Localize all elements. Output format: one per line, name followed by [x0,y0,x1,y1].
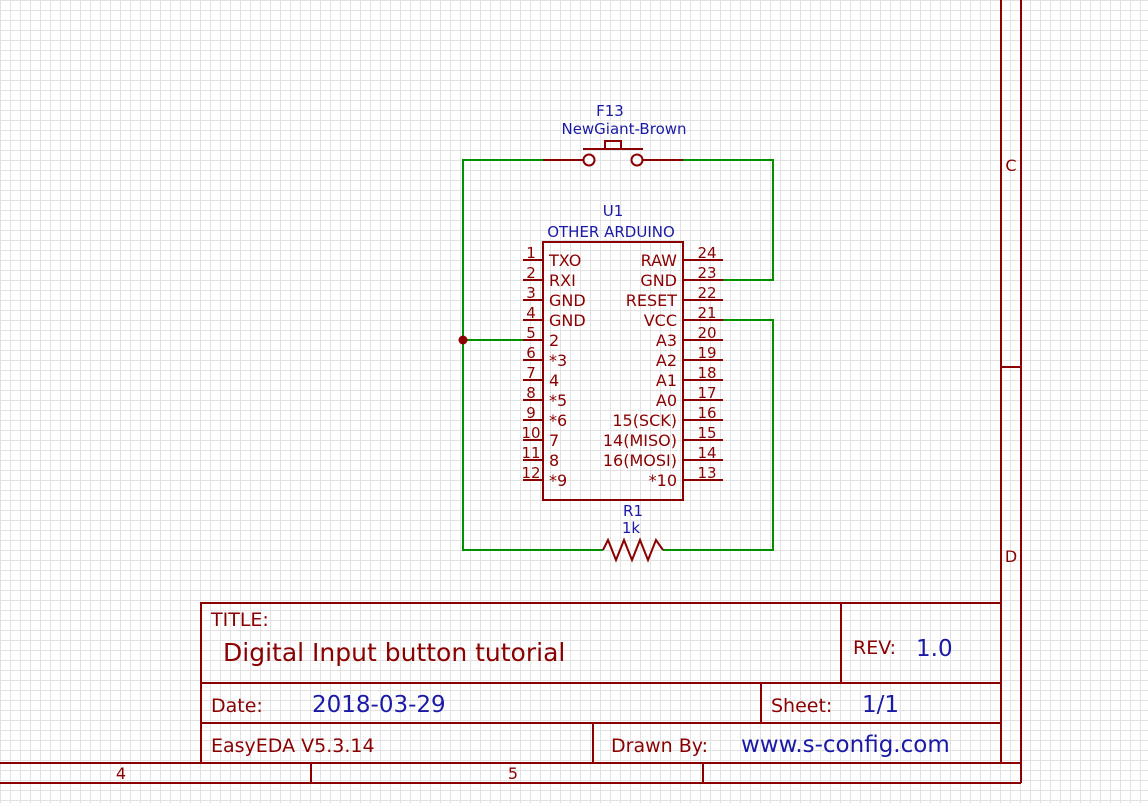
pin-name-19: A2 [656,351,677,370]
zone-label-4: 4 [116,764,126,783]
rev-label: REV: [853,637,896,659]
pin-number-9: 9 [526,404,536,422]
drawn-by-label: Drawn By: [611,735,708,757]
pin-name-15: 14(MISO) [603,431,677,450]
date-label: Date: [211,695,263,717]
pin-name-8: *5 [549,391,567,410]
pin-name-14: 16(MOSI) [603,451,677,470]
pin-name-11: 8 [549,451,559,470]
pin-name-7: 4 [549,371,559,390]
sheet-value: 1/1 [862,692,899,718]
pin-name-6: *3 [549,351,567,370]
pin-number-17: 17 [697,384,716,402]
pin-number-8: 8 [526,384,536,402]
pin-name-10: 7 [549,431,559,450]
pin-number-5: 5 [526,324,536,342]
pin-number-10: 10 [521,424,540,442]
pin-name-13: *10 [649,471,677,490]
chip-right-pins: 24 RAW 23 GND 22 RESET 21 VCC 20 A3 19 A2 18 A1 17 A0 16… [603,244,723,490]
pin-number-13: 13 [697,464,716,482]
resistor-value: 1k [622,519,641,537]
pin-name-5: 2 [549,331,559,350]
pin-number-6: 6 [526,344,536,362]
pin-name-17: A0 [656,391,677,410]
pin-number-14: 14 [697,444,716,462]
tool-version: EasyEDA V5.3.14 [211,735,375,757]
switch-value: NewGiant-Brown [561,120,686,138]
junction-dot [458,335,468,345]
zone-label-d: D [1005,547,1017,566]
resistor-symbol [602,537,664,563]
date-value: 2018-03-29 [312,692,446,718]
pin-name-4: GND [549,311,586,330]
pin-name-21: VCC [644,311,677,330]
push-button-symbol [543,140,683,167]
pin-number-16: 16 [697,404,716,422]
pin-name-3: GND [549,291,586,310]
zone-label-5: 5 [508,764,518,783]
drawn-by-value: www.s-config.com [741,732,950,758]
pin-number-2: 2 [526,264,536,282]
pin-number-15: 15 [697,424,716,442]
pin-number-23: 23 [697,264,716,282]
pin-name-16: 15(SCK) [612,411,677,430]
switch-designator: F13 [596,102,624,120]
wires [462,159,774,551]
pin-number-18: 18 [697,364,716,382]
pin-number-3: 3 [526,284,536,302]
schematic-title: Digital Input button tutorial [223,638,565,667]
pin-number-12: 12 [521,464,540,482]
chip-value: OTHER ARDUINO [547,223,675,241]
pin-number-19: 19 [697,344,716,362]
pin-name-12: *9 [549,471,567,490]
pin-name-9: *6 [549,411,567,430]
pin-name-20: A3 [656,331,677,350]
pin-number-1: 1 [526,244,536,262]
pin-name-1: TXO [548,251,581,270]
pin-number-21: 21 [697,304,716,322]
pin-number-22: 22 [697,284,716,302]
wire-switch-left [462,159,603,551]
pin-number-24: 24 [697,244,716,262]
pin-number-11: 11 [521,444,540,462]
title-label: TITLE: [210,609,269,631]
chip-body [542,241,684,501]
sheet-label: Sheet: [771,695,832,717]
pin-number-4: 4 [526,304,536,322]
title-block-frame [200,602,1002,764]
pin-name-23: GND [640,271,677,290]
pin-name-2: RXI [549,271,576,290]
pin-number-20: 20 [697,324,716,342]
pin-name-24: RAW [641,251,678,270]
pin-number-7: 7 [526,364,536,382]
pin-name-18: A1 [656,371,677,390]
wire-vcc [663,319,774,551]
rev-value: 1.0 [916,636,953,662]
wire-switch-right [683,159,774,281]
zone-label-c: C [1005,156,1016,175]
chip-designator: U1 [603,202,624,220]
resistor-designator: R1 [623,502,643,520]
pin-name-22: RESET [626,291,677,310]
